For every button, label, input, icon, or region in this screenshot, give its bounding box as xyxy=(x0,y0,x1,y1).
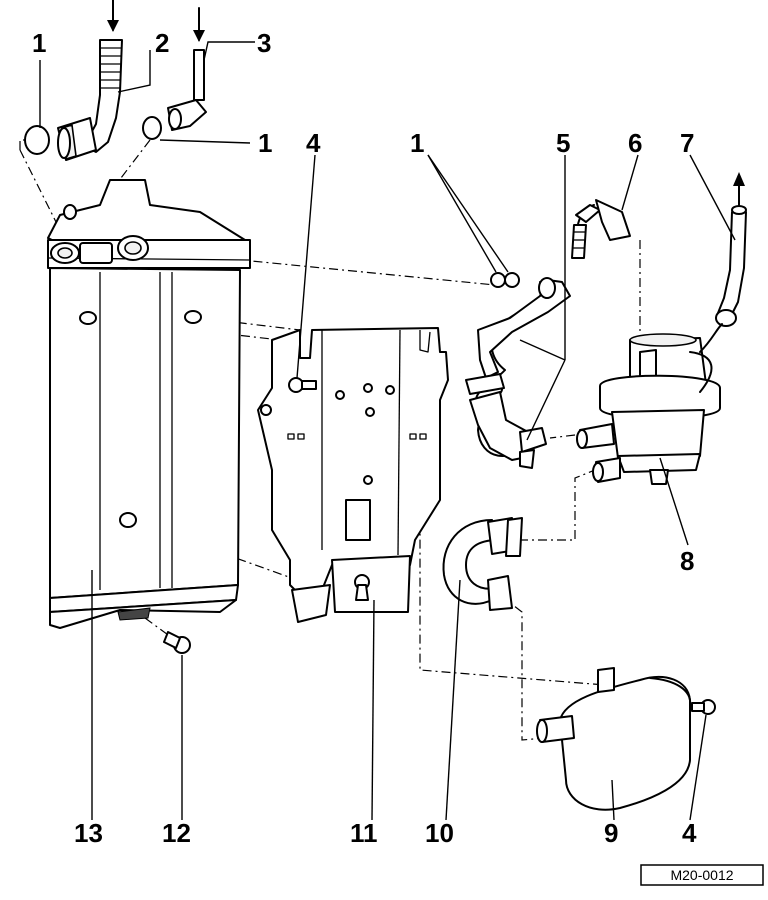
wiring-connector xyxy=(571,199,631,259)
label-13-canister: 13 xyxy=(74,818,103,848)
pipe-elbow xyxy=(167,49,207,131)
fuel-filter xyxy=(536,667,716,811)
label-2-hose: 2 xyxy=(155,28,169,58)
vent-hose xyxy=(715,172,747,327)
hose-5 xyxy=(465,272,571,469)
label-12-screw: 12 xyxy=(162,818,191,848)
label-3-pipe: 3 xyxy=(257,28,271,58)
reference-code: M20-0012 xyxy=(670,867,733,883)
label-5-hose: 5 xyxy=(556,128,570,158)
label-6-connector: 6 xyxy=(628,128,642,158)
charcoal-canister xyxy=(47,179,251,629)
o-ring-top-center xyxy=(142,116,162,140)
label-1-oring-right: 1 xyxy=(410,128,424,158)
leader-lines xyxy=(39,41,736,821)
callout-labels: 1 2 3 1 4 1 5 6 7 8 13 12 11 10 9 4 xyxy=(32,28,697,848)
reference-code-box: M20-0012 xyxy=(640,864,764,886)
purge-valve xyxy=(576,323,723,485)
label-7-vent-hose: 7 xyxy=(680,128,694,158)
label-9-filter: 9 xyxy=(604,818,618,848)
label-1-oring-left: 1 xyxy=(32,28,46,58)
hose-10 xyxy=(442,517,523,611)
label-8-valve: 8 xyxy=(680,546,694,576)
o-ring-top-left xyxy=(24,125,50,155)
label-1-oring-center: 1 xyxy=(258,128,272,158)
label-10-hose: 10 xyxy=(425,818,454,848)
hose-elbow xyxy=(57,39,123,161)
flow-arrows-top xyxy=(107,0,205,42)
label-4-screw-bracket: 4 xyxy=(306,128,321,158)
mounting-bracket xyxy=(257,327,449,623)
screw-12 xyxy=(163,631,191,654)
label-4-screw-filter: 4 xyxy=(682,818,697,848)
label-11-bracket: 11 xyxy=(350,818,378,848)
